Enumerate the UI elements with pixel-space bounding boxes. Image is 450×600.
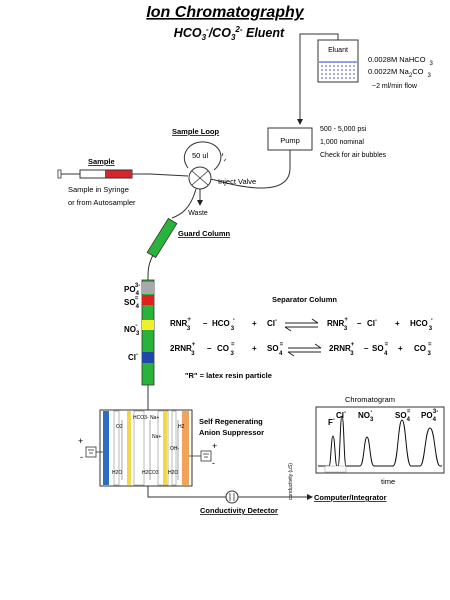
svg-text:Cl-: Cl- (367, 318, 377, 328)
ion-po4: PO43- (124, 283, 140, 297)
eluent-label: Eluant (328, 47, 348, 54)
conductivity-detector-icon (225, 490, 239, 504)
svg-text:CO=3: CO=3 (414, 342, 432, 357)
suppressor-internal-labels: O2 H2 HCO3- Na+ Na+ OH- H2O H2CO3 H2O (112, 415, 185, 476)
inject-valve-label: Inject Valve (218, 177, 256, 186)
svg-text:+: + (395, 319, 400, 328)
sample-line-2: or from Autosampler (68, 198, 136, 207)
equation-1: RNR+3 – HCO-3 + Cl- RNR+3 – Cl- + HCO-3 (170, 317, 433, 332)
sample-line-1: Sample in Syringe (68, 185, 129, 194)
svg-text:Na+: Na+ (152, 434, 161, 440)
sample-loop-volume: 50 ul (192, 151, 209, 160)
conductivity-detector-label: Conductivity Detector (200, 506, 278, 515)
svg-text:Cl-: Cl- (267, 318, 277, 328)
svg-text:2RNR+3: 2RNR+3 (329, 342, 355, 357)
right-electrode-icon (189, 450, 212, 462)
page-subtitle: HCO3-/CO32- Eluent (174, 25, 285, 42)
suppressor-title-2: Anion Suppressor (199, 428, 264, 437)
pump-note-2: 1,000 nominal (320, 139, 364, 146)
svg-text:H2O: H2O (112, 470, 122, 476)
suppressor-to-detector-line (147, 486, 226, 498)
svg-text:–: – (207, 344, 212, 353)
conductivity-side-label: conductivity (uS) (288, 463, 294, 500)
svg-text:+: + (252, 344, 257, 353)
svg-text:SO=4: SO=4 (267, 342, 284, 357)
separator-column (141, 279, 155, 386)
svg-text:H2CO3: H2CO3 (142, 470, 159, 476)
computer-label: Computer/Integrator (314, 493, 387, 502)
equilibrium-arrow-1 (284, 318, 319, 332)
peak-po4-label: PO43- (421, 409, 438, 423)
svg-text:+: + (398, 344, 403, 353)
ion-cl: Cl- (128, 352, 138, 362)
inject-valve[interactable] (188, 166, 212, 190)
guard-column (146, 217, 178, 259)
svg-text:+: + (252, 319, 257, 328)
svg-text:H2O: H2O (168, 470, 178, 476)
svg-text:SO=4: SO=4 (372, 342, 389, 357)
chromatogram-scale-box (324, 465, 347, 473)
syringe-icon[interactable] (57, 169, 189, 179)
chromatogram-xlabel: time (381, 477, 395, 486)
left-minus: - (80, 452, 83, 462)
eluent-line (297, 33, 339, 125)
guard-to-separator-line (147, 254, 154, 281)
suppressor-title-1: Self Regenerating (199, 417, 263, 426)
pump-to-valve-line (204, 150, 291, 189)
waste-label: Waste (188, 210, 208, 217)
svg-text:–: – (203, 319, 208, 328)
separator-title: Separator Column (272, 295, 337, 304)
equilibrium-arrow-2 (287, 343, 322, 357)
svg-text:CO=3: CO=3 (217, 342, 235, 357)
peak-f-label: F- (328, 417, 335, 427)
right-plus: + (212, 441, 217, 451)
eluent-bottle (317, 39, 359, 83)
peak-no3-label: NO3- (358, 409, 374, 423)
ion-so4: SO4= (124, 296, 140, 310)
chromatogram-title: Chromatogram (345, 395, 395, 404)
svg-text:O2: O2 (116, 424, 123, 430)
page-title: Ion Chromatography (146, 4, 304, 21)
svg-text:RNR+3: RNR+3 (327, 317, 348, 332)
resin-note: "R" = latex resin particle (185, 371, 272, 380)
svg-text:–: – (364, 344, 369, 353)
eluent-flow: ~2 ml/min flow (372, 83, 418, 90)
guard-column-label: Guard Column (178, 229, 231, 238)
svg-text:H2: H2 (178, 424, 185, 430)
svg-text:HCO-3: HCO-3 (212, 317, 235, 332)
right-minus: - (212, 458, 215, 468)
chromatogram-trace (318, 415, 442, 467)
valve-to-guard-line (171, 188, 197, 219)
svg-text:–: – (357, 319, 362, 328)
left-electrode-icon (85, 446, 103, 458)
pump-note-1: 500 - 5,000 psi (320, 126, 367, 133)
suppressor (99, 409, 193, 487)
sample-loop-coil (183, 141, 222, 171)
sample-title: Sample (88, 157, 115, 166)
peak-cl-label: Cl- (336, 410, 346, 420)
peak-so4-label: SO4= (395, 409, 411, 423)
svg-text:HCO-3: HCO-3 (410, 317, 433, 332)
svg-text:OH-: OH- (170, 446, 180, 452)
svg-text:RNR+3: RNR+3 (170, 317, 191, 332)
sample-loop-title: Sample Loop (172, 127, 220, 136)
equation-2: 2RNR+3 – CO=3 + SO=4 2RNR+3 – SO=4 + CO=… (170, 342, 432, 357)
pump-label: Pump (280, 136, 300, 145)
svg-text:2RNR+3: 2RNR+3 (170, 342, 196, 357)
ion-no3: NO3- (124, 323, 140, 337)
left-plus: + (78, 436, 83, 446)
svg-text:HCO3- Na+: HCO3- Na+ (133, 415, 159, 421)
loop-arrows-icon (221, 152, 227, 162)
pump-note-3: Check for air bubbles (320, 152, 387, 159)
